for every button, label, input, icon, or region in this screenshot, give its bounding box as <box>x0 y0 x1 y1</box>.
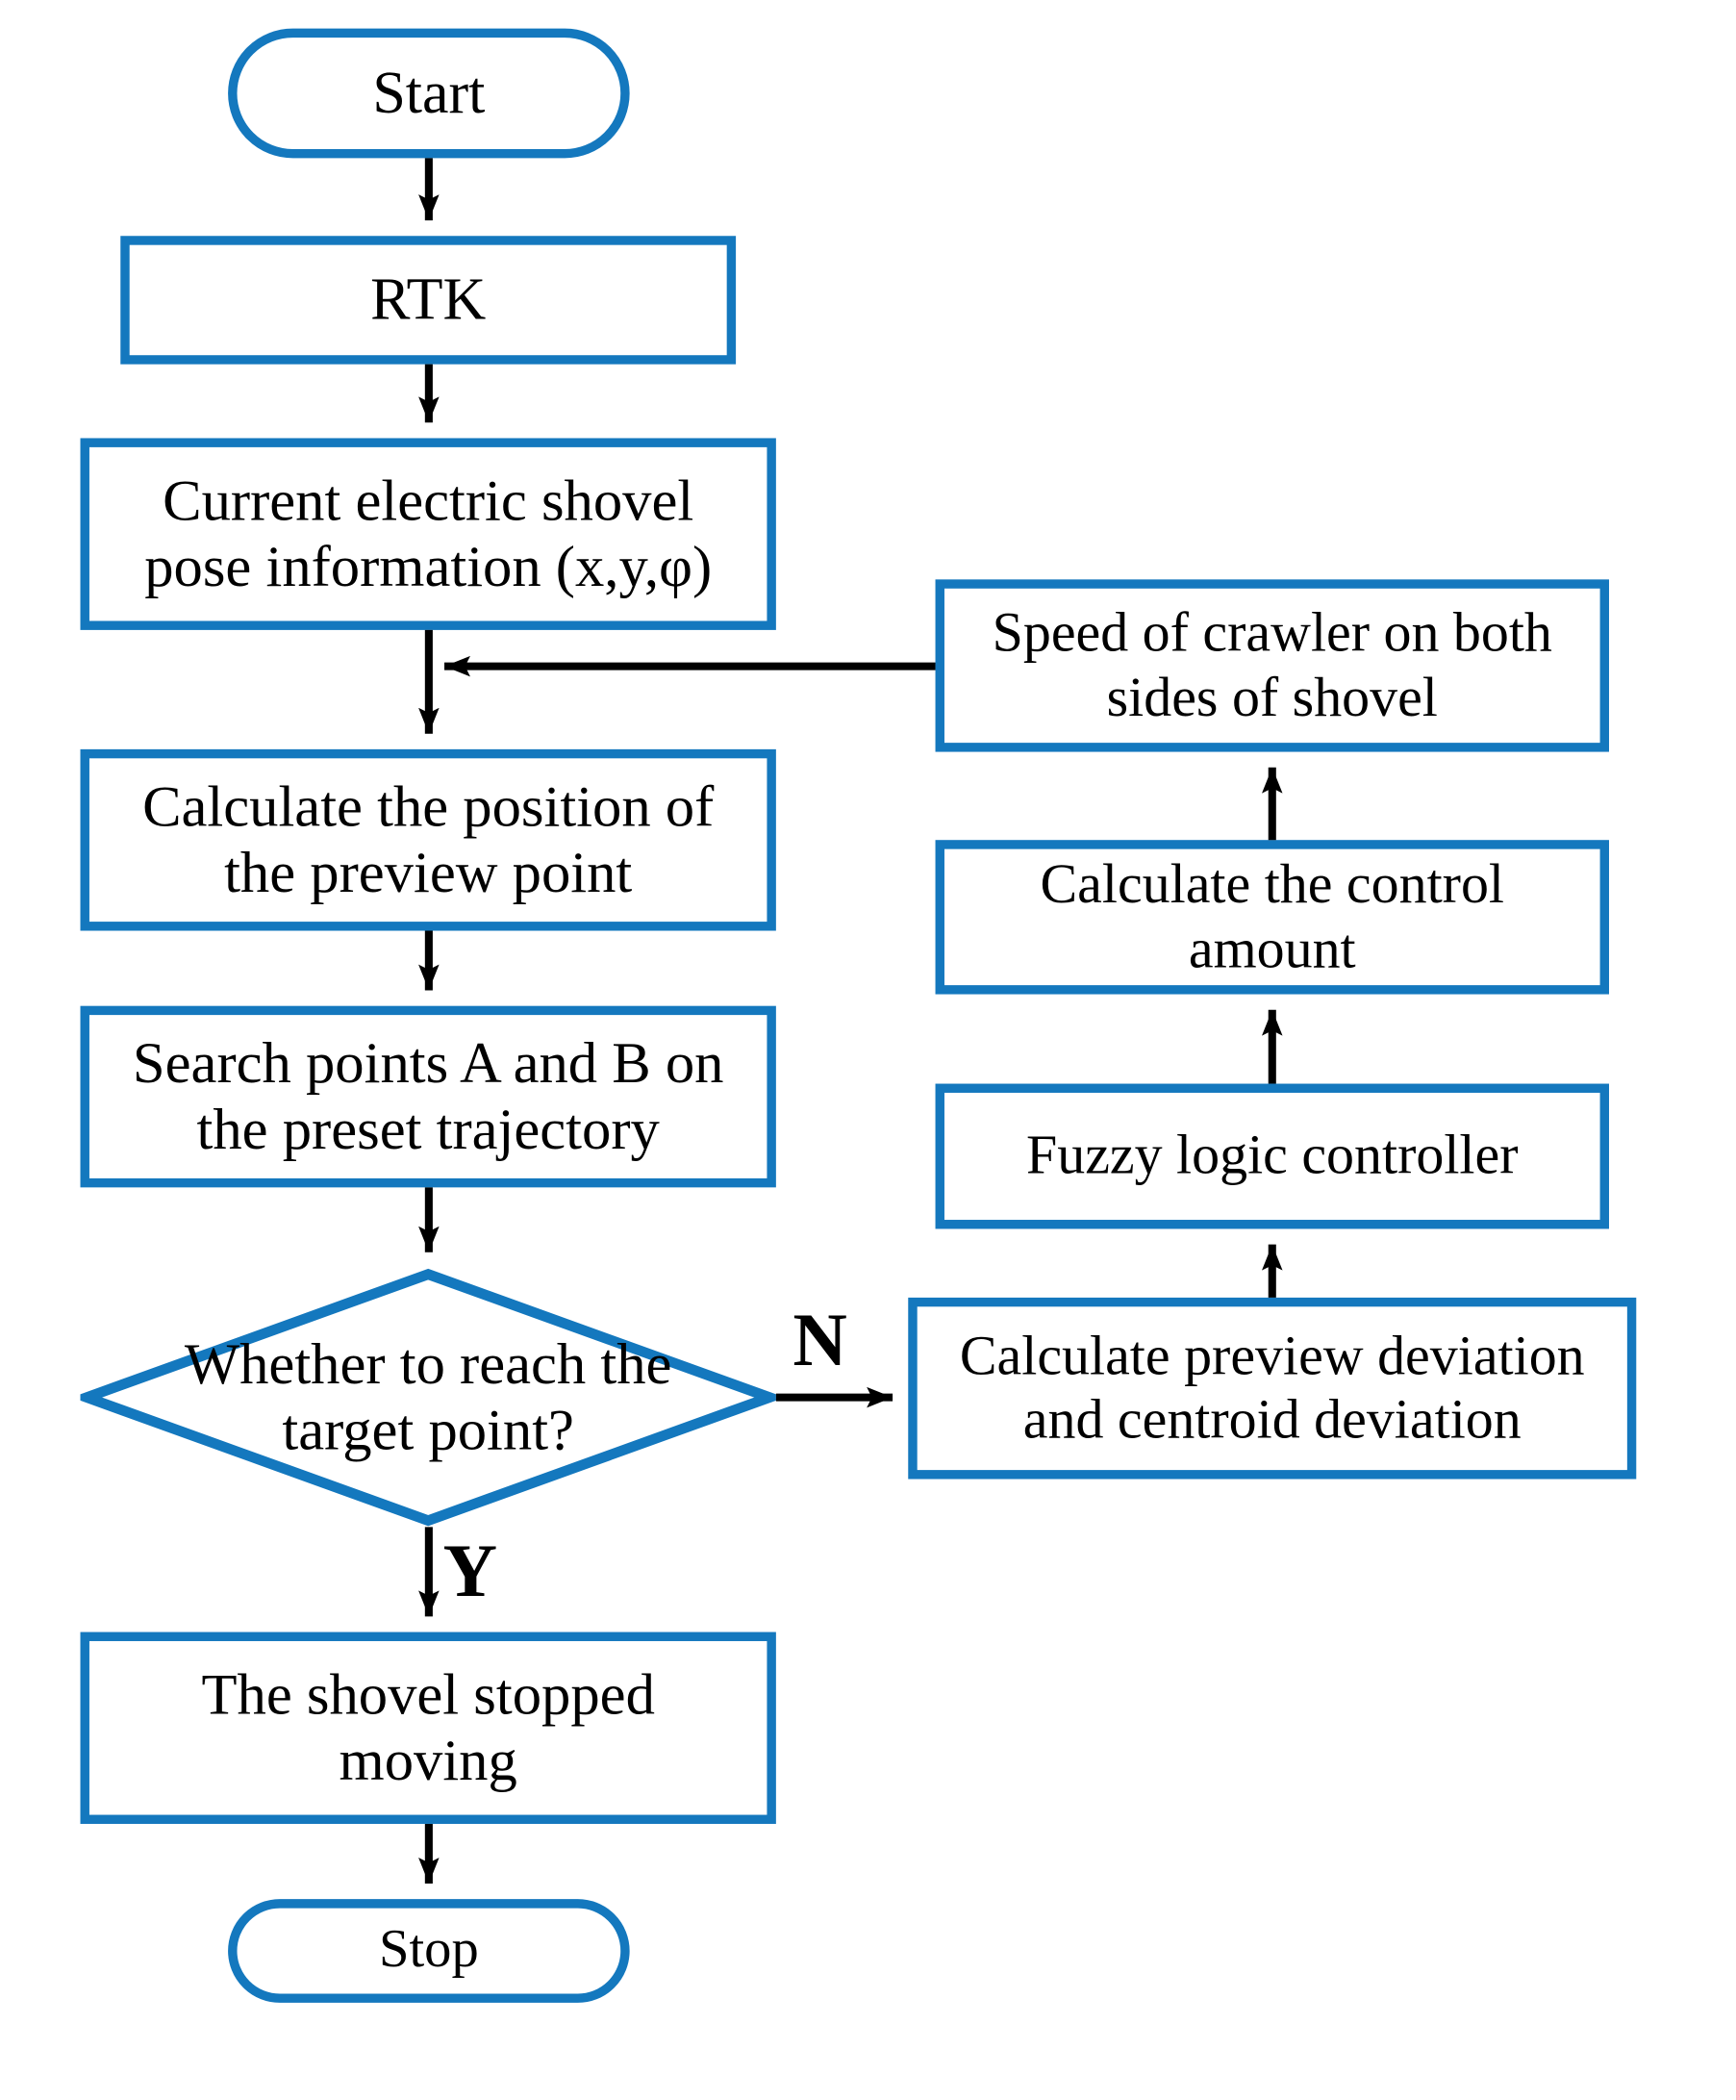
node-stop[interactable]: Stop <box>228 1899 630 2003</box>
node-start[interactable]: Start <box>228 28 630 159</box>
node-rtk[interactable]: RTK <box>120 236 737 365</box>
node-search-points-label: Search points A and B on the preset traj… <box>132 1029 724 1162</box>
node-pose-information-label: Current electric shovel pose information… <box>144 468 713 599</box>
node-decision-reach-target[interactable]: Whether to reach the target point? <box>80 1268 776 1528</box>
edge-label-no: N <box>793 1297 847 1382</box>
node-search-points[interactable]: Search points A and B on the preset traj… <box>80 1005 776 1188</box>
node-fuzzy-logic-controller[interactable]: Fuzzy logic controller <box>935 1083 1609 1229</box>
node-pose-information[interactable]: Current electric shovel pose information… <box>80 438 776 630</box>
node-rtk-label: RTK <box>370 266 487 333</box>
edge-label-yes: Y <box>442 1528 498 1613</box>
node-fuzzy-logic-controller-label: Fuzzy logic controller <box>1026 1126 1519 1187</box>
node-shovel-stopped-label: The shovel stopped moving <box>201 1661 655 1793</box>
node-crawler-speed-label: Speed of crawler on both sides of shovel <box>992 603 1552 728</box>
node-calculate-preview-position-label: Calculate the position of the preview po… <box>142 773 715 905</box>
node-stop-label: Stop <box>378 1919 479 1980</box>
decision-diamond-shape <box>80 1268 776 1527</box>
node-shovel-stopped[interactable]: The shovel stopped moving <box>80 1632 776 1824</box>
node-calculate-control-amount[interactable]: Calculate the control amount <box>935 840 1609 995</box>
node-calculate-control-amount-label: Calculate the control amount <box>1040 854 1505 980</box>
node-crawler-speed[interactable]: Speed of crawler on both sides of shovel <box>935 579 1609 752</box>
node-start-label: Start <box>372 59 486 126</box>
node-calculate-deviation[interactable]: Calculate preview deviation and centroid… <box>908 1297 1637 1480</box>
node-calculate-preview-position[interactable]: Calculate the position of the preview po… <box>80 748 776 931</box>
node-calculate-deviation-label: Calculate preview deviation and centroid… <box>959 1326 1585 1451</box>
